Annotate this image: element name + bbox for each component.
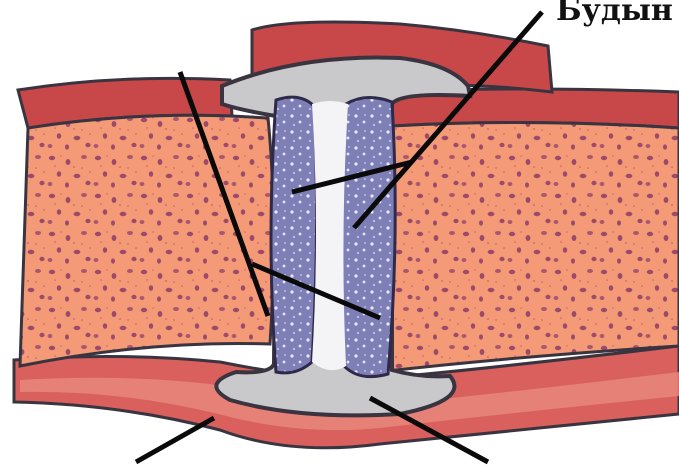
label-top-right: Будын xyxy=(556,0,673,26)
joint-cavity xyxy=(312,101,348,370)
pointer-line-bottom-left xyxy=(136,418,214,462)
right-bone xyxy=(378,122,679,372)
right-cartilage xyxy=(341,97,395,376)
left-bone xyxy=(20,115,274,366)
left-cartilage xyxy=(271,97,317,373)
